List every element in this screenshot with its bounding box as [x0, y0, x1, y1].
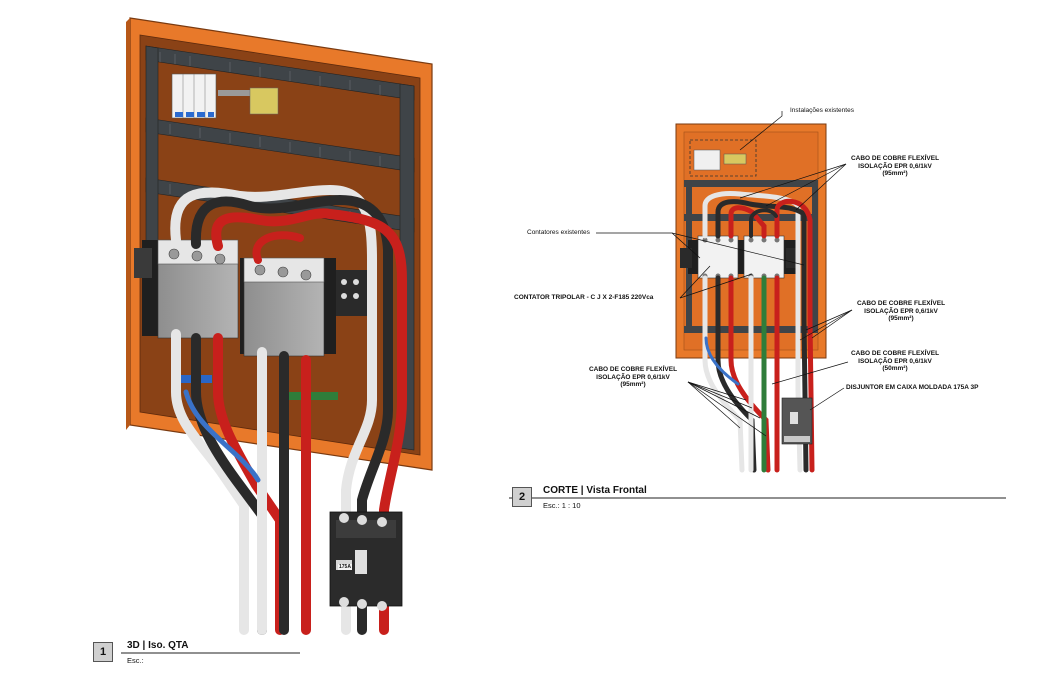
annotation-line: (95mm²) [882, 170, 908, 177]
view-1-scale: Esc.: [127, 656, 144, 665]
view-2-title: CORTE | Vista Frontal [543, 485, 647, 496]
contactors-front [680, 235, 798, 279]
view-1-number: 1 [93, 642, 113, 662]
view-2-scale: Esc.: 1 : 10 [543, 501, 581, 510]
annotation-contactor: CONTATOR TRIPOLAR - C J X 2-F185 220Vca [514, 294, 654, 301]
annotation-line: (95mm²) [888, 315, 914, 322]
panel-side-3d [126, 18, 130, 430]
annotation-line: ISOLAÇÃO EPR 0,6/1kV [858, 162, 932, 170]
annotation-line: (50mm²) [882, 365, 908, 372]
annotation-breaker: DISJUNTOR EM CAIXA MOLDADA 175A 3P [846, 384, 979, 391]
view-2-number: 2 [512, 487, 532, 507]
annotation-line: ISOLAÇÃO EPR 0,6/1kV [858, 357, 932, 365]
annotation-line: CABO DE COBRE FLEXÍVEL [850, 155, 940, 162]
leader-lines [596, 111, 853, 437]
duct-hatch-3d [159, 52, 381, 226]
contactor-1-3d [134, 239, 239, 339]
annotation-line: CABO DE COBRE FLEXÍVEL [850, 350, 940, 357]
annotation-line: CABO DE COBRE FLEXÍVEL [588, 366, 678, 373]
annotation-line: (95mm²) [620, 381, 646, 388]
cables-3d [170, 184, 407, 635]
front-section-view [509, 111, 1006, 499]
annotation-cable-95-right: CABO DE COBRE FLEXÍVEL ISOLAÇÃO EPR 0,6/… [846, 300, 956, 323]
terminal-green-3d [288, 392, 338, 400]
annotation-cable-95-top: CABO DE COBRE FLEXÍVEL ISOLAÇÃO EPR 0,6/… [840, 155, 950, 178]
existing-install-box [689, 139, 757, 177]
cables-front [702, 191, 815, 473]
annotation-cable-95-left: CABO DE COBRE FLEXÍVEL ISOLAÇÃO EPR 0,6/… [578, 366, 688, 389]
duct-left-3d [145, 45, 159, 261]
rail-right-front [812, 180, 818, 330]
contactor-2-3d [240, 257, 370, 357]
annotation-cable-50: CABO DE COBRE FLEXÍVEL ISOLAÇÃO EPR 0,6/… [840, 350, 950, 373]
iso-3d-view [121, 17, 433, 654]
annotation-line: ISOLAÇÃO EPR 0,6/1kV [596, 373, 670, 381]
view-1-title: 3D | Iso. QTA [127, 640, 189, 651]
existing-breakers-3d [171, 73, 279, 119]
existing-breakers-front [693, 149, 721, 171]
existing-terminals-front [723, 153, 747, 165]
annotation-existing-contactors: Contatores existentes [527, 229, 590, 236]
breaker-rating-label: 175A [338, 564, 352, 570]
breaker-3d [329, 511, 403, 611]
annotation-line: ISOLAÇÃO EPR 0,6/1kV [864, 307, 938, 315]
annotation-line: CABO DE COBRE FLEXÍVEL [856, 300, 946, 307]
rail-top-front [684, 180, 818, 187]
breaker-front [781, 397, 813, 445]
annotation-existing-installations: Instalações existentes [790, 107, 854, 114]
